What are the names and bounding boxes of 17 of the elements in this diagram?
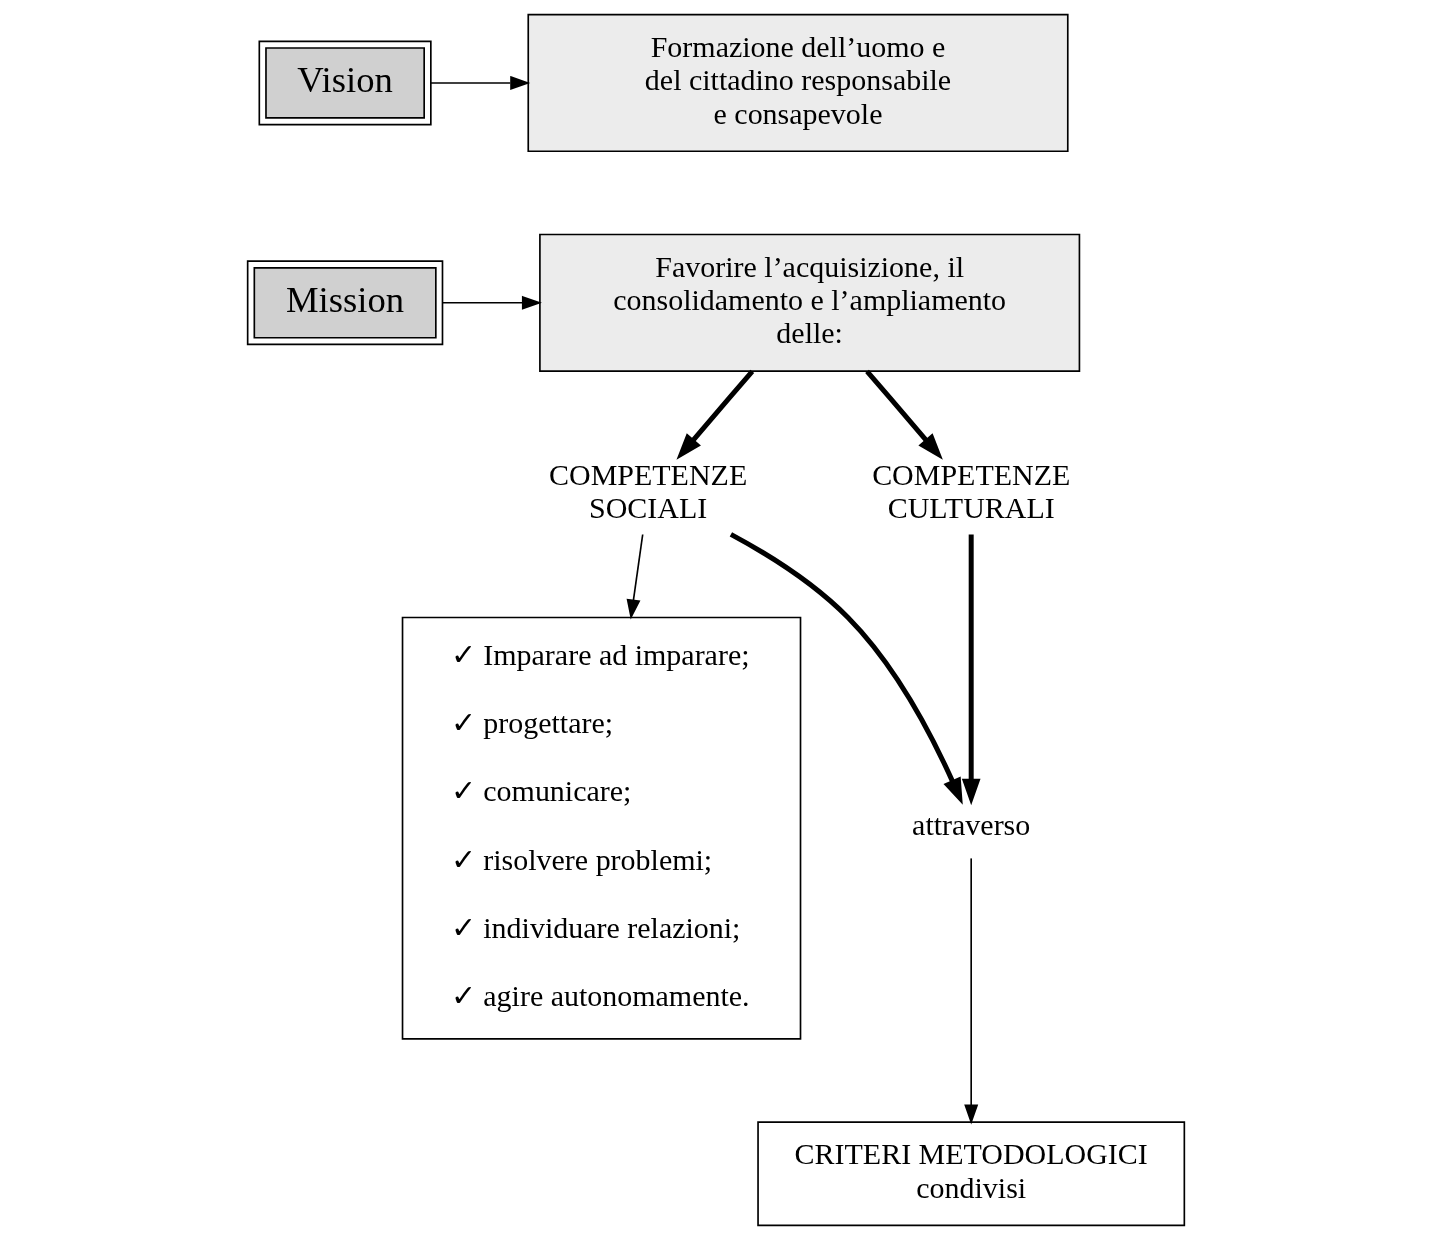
node-box: Vision [258,40,432,126]
arrow [961,534,981,806]
node-text: COMPETENZE SOCIALI [548,457,747,525]
node-box: Formazione dell’uomo e del cittadino responsabile e consapevole [526,13,1069,153]
node-text: COMPETENZE CULTURALI [871,457,1070,525]
node-text: attraverso [911,808,1030,842]
arrow [729,532,963,805]
arrow [963,857,978,1125]
arrow [429,75,530,90]
node-box: CRITERI METODOLOGICI condivisi [756,1121,1185,1227]
arrow [864,369,943,460]
node-box: Favorire l’acquisizione, il consolidamento e l’ampliamento delle: [538,233,1080,372]
node-box: Mission [246,260,443,346]
node-box: ✓ Imparare ad imparare; ✓ progettare; ✓ comunicare; ✓ risolvere problemi; ✓ individuare relazioni; ✓ agire autonomamente. [401,616,801,1040]
arrow [441,295,542,310]
arrow [626,533,644,620]
arrow [675,369,754,460]
